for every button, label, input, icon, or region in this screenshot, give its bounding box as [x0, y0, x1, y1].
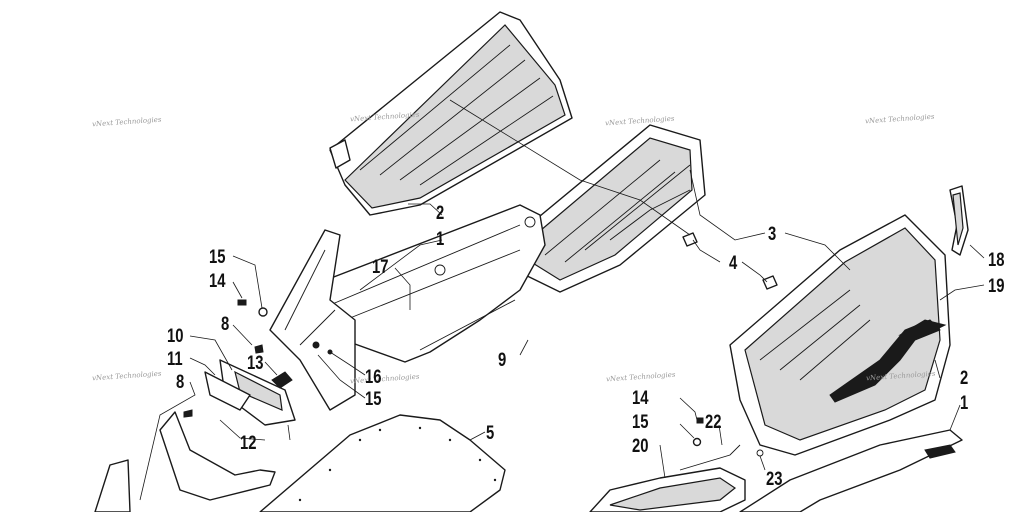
middle-panel: [504, 124, 706, 293]
callout-22: 22: [705, 412, 722, 433]
handle-18: [949, 185, 969, 256]
upper-panel-right: [729, 214, 951, 456]
callout-23: 23: [766, 469, 783, 490]
callout-14: 14: [209, 271, 226, 292]
upper-panel-left: [329, 11, 573, 216]
bracket-10-11: [204, 359, 296, 426]
callout-8: 8: [176, 372, 185, 393]
callout-15: 15: [365, 389, 382, 410]
callout-19: 19: [988, 276, 1005, 297]
callout-5: 5: [486, 423, 495, 444]
callout-8: 8: [221, 314, 230, 335]
callout-20: 20: [632, 436, 649, 457]
leader-lines: [139, 99, 985, 501]
lower-tray-right: [739, 429, 963, 512]
callout-11: 11: [167, 349, 183, 370]
bracket-20: [589, 444, 746, 512]
lower-tray-left: [299, 204, 546, 363]
fasteners-right: [682, 232, 778, 457]
floor-plate: [259, 414, 506, 512]
lower-left-trim: [94, 409, 276, 512]
callout-16: 16: [365, 367, 382, 388]
callout-3: 3: [768, 224, 777, 245]
callout-17: 17: [372, 257, 389, 278]
callout-10: 10: [167, 326, 184, 347]
callout-13: 13: [247, 353, 264, 374]
callout-1: 1: [436, 229, 445, 250]
callout-4: 4: [729, 253, 738, 274]
callout-18: 18: [988, 250, 1005, 271]
callout-15: 15: [632, 412, 649, 433]
fastener-left: [237, 299, 268, 354]
callout-9: 9: [498, 350, 507, 371]
callout-14: 14: [632, 388, 649, 409]
callout-2: 2: [436, 203, 445, 224]
callout-1: 1: [960, 393, 969, 414]
callout-15: 15: [209, 247, 226, 268]
callout-2: 2: [960, 368, 969, 389]
callout-12: 12: [240, 433, 257, 454]
